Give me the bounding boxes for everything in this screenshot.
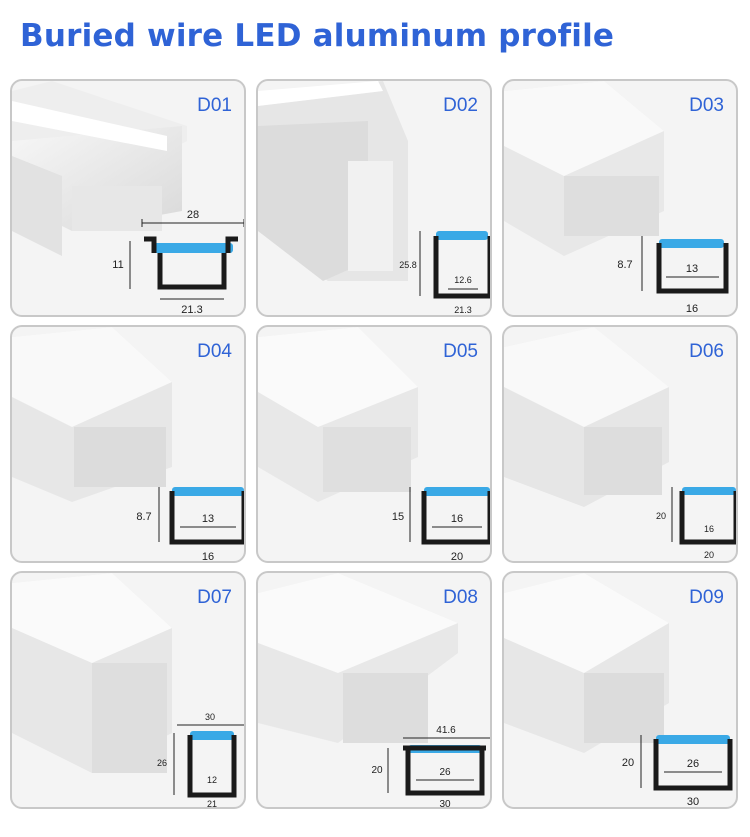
product-code: D08: [443, 587, 478, 608]
product-code: D02: [443, 95, 478, 116]
dim-inner: 26: [439, 767, 451, 778]
dim-bottom: 16: [686, 303, 698, 315]
dim-height: 26: [157, 758, 167, 768]
profile-render-d07: [12, 573, 172, 773]
cross-section-diagram-d08: 41.6 20 26 30: [371, 725, 490, 809]
product-code: D07: [197, 587, 232, 608]
dim-height: 8.7: [136, 511, 151, 523]
product-card-d02[interactable]: 25.8 12.6 21.3 D02: [256, 79, 492, 317]
dim-inner: 16: [704, 524, 714, 534]
dim-inner: 26: [687, 758, 699, 770]
product-card-d05[interactable]: 15 16 20 D05: [256, 325, 492, 563]
dim-bottom: 20: [451, 551, 463, 563]
dim-top: 28: [187, 209, 199, 221]
product-card-d08[interactable]: 41.6 20 26 30 D08: [256, 571, 492, 809]
product-card-d09[interactable]: 20 26 30 D09: [502, 571, 738, 809]
profile-render-d09: [504, 573, 669, 753]
dim-height: 20: [656, 511, 666, 521]
profile-render-d03: [504, 81, 664, 256]
dim-inner: 13: [202, 513, 214, 525]
dim-height: 25.8: [399, 260, 417, 270]
cross-section-diagram-d02: 25.8 12.6 21.3: [399, 231, 490, 315]
cross-section-diagram-d09: 20 26 30: [622, 735, 733, 808]
dim-bottom: 30: [439, 799, 451, 809]
diffuser-cover: [153, 243, 233, 253]
dim-bottom: 21: [207, 799, 217, 809]
dim-top: 41.6: [436, 725, 456, 736]
dim-bottom: 21.3: [181, 304, 202, 316]
product-card-d01[interactable]: 28 11 21.3 D01: [10, 79, 246, 317]
dim-bottom: 20: [704, 550, 714, 560]
profile-render-d01: [12, 81, 187, 256]
product-code: D09: [689, 587, 724, 608]
dim-height: 11: [112, 259, 123, 271]
product-code: D06: [689, 341, 724, 362]
product-code: D01: [197, 95, 232, 116]
product-card-d07[interactable]: 30 26 12 21 D07: [10, 571, 246, 809]
cross-section-diagram-d03: 8.7 13 16: [617, 236, 729, 315]
product-code: D03: [689, 95, 724, 116]
dim-bottom: 30: [687, 796, 699, 808]
product-code: D05: [443, 341, 478, 362]
cross-section-diagram-d05: 15 16 20: [392, 487, 490, 563]
cross-section-diagram-d07: 30 26 12 21: [157, 712, 244, 809]
profile-render-d04: [12, 327, 172, 502]
profile-render-d08: [258, 573, 458, 743]
cross-section-diagram-d04: 8.7 13 16: [136, 487, 244, 563]
dim-height: 20: [371, 765, 383, 776]
product-card-d06[interactable]: 20 16 20 D06: [502, 325, 738, 563]
dim-top: 30: [205, 712, 215, 722]
dim-bottom: 16: [202, 551, 214, 563]
dim-inner: 16: [451, 513, 463, 525]
dim-inner: 13: [686, 263, 698, 275]
product-card-d04[interactable]: 8.7 13 16 D04: [10, 325, 246, 563]
profile-render-d05: [258, 327, 418, 502]
profile-render-d06: [504, 327, 669, 507]
product-card-d03[interactable]: 8.7 13 16 D03: [502, 79, 738, 317]
dim-bottom: 21.3: [454, 305, 472, 315]
dim-height: 20: [622, 757, 634, 769]
dim-inner: 12: [207, 775, 217, 785]
dim-height: 8.7: [617, 259, 632, 271]
page-title: Buried wire LED aluminum profile: [20, 18, 615, 54]
dim-height: 15: [392, 511, 404, 523]
dim-inner: 12.6: [454, 275, 472, 285]
cross-section-diagram-d06: 20 16 20: [656, 487, 736, 560]
cross-section-diagram-d01: 28 11 21.3: [112, 209, 244, 316]
product-grid: 28 11 21.3 D01 25.8 12.6 21.3 D02: [10, 79, 742, 827]
product-code: D04: [197, 341, 232, 362]
profile-render-d02: [258, 81, 408, 281]
